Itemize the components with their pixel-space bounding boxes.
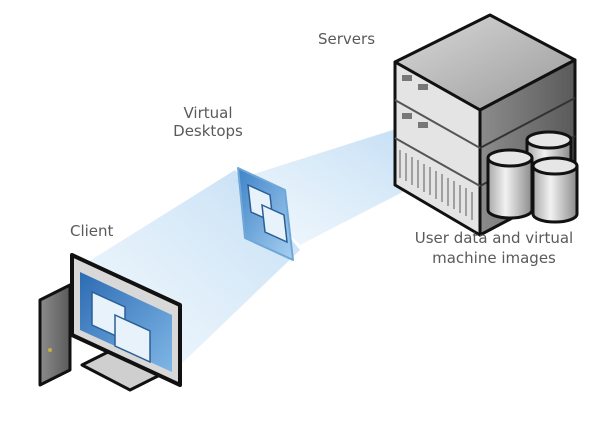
database-cylinders-icon <box>486 130 579 224</box>
storage-label-line2: machine images <box>432 249 556 267</box>
storage-label: User data and virtual machine images <box>382 228 606 268</box>
client-label: Client <box>70 222 114 240</box>
desktop-computer-icon <box>38 253 182 392</box>
storage-label-line1: User data and virtual <box>414 229 574 247</box>
virtual-desktops-label-line1: Virtual <box>183 104 233 122</box>
virtual-desktop-panel-icon <box>237 167 294 261</box>
virtual-desktops-label: Virtual Desktops <box>160 104 256 140</box>
servers-label: Servers <box>318 30 376 48</box>
virtual-desktops-label-line2: Desktops <box>173 122 243 140</box>
